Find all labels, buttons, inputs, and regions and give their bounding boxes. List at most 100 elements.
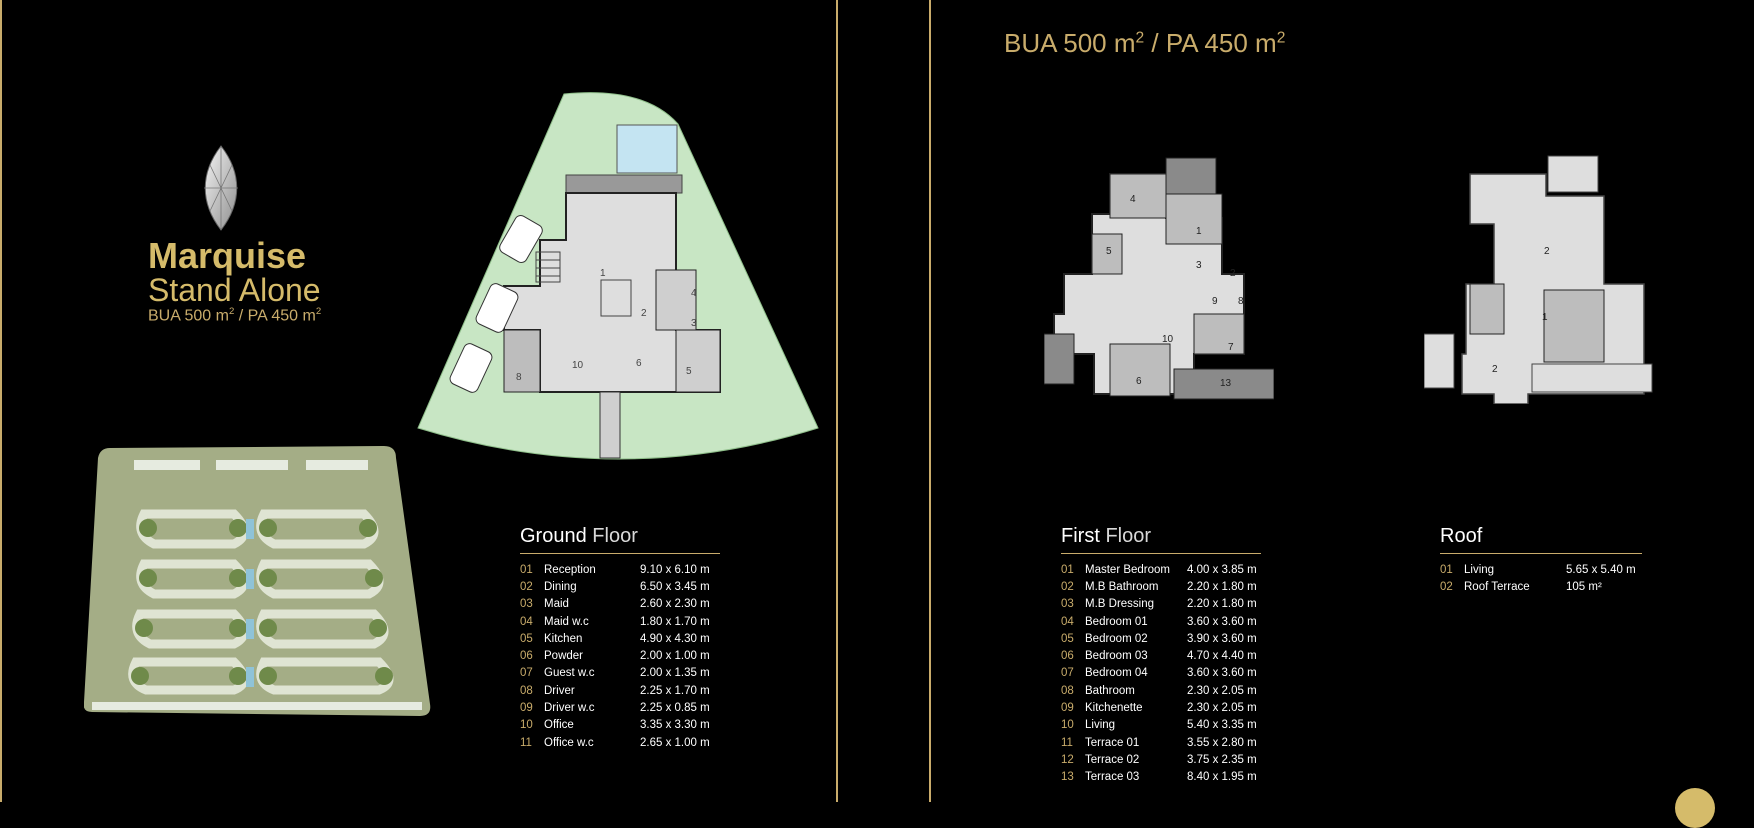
room-dim: 3.90 x 3.60 m	[1187, 632, 1257, 645]
room-num: 08	[520, 684, 533, 697]
room-num: 10	[1061, 719, 1074, 732]
room-dim: 2.60 x 2.30 m	[640, 598, 710, 611]
room-num: 11	[1061, 736, 1073, 749]
room-name: Driver w.c	[544, 702, 595, 715]
room-num: 11	[520, 736, 532, 749]
room-dim: 2.30 x 2.05 m	[1187, 684, 1257, 697]
room-dim: 3.60 x 3.60 m	[1187, 667, 1257, 680]
room-name: Roof Terrace	[1464, 580, 1530, 593]
diamond-logo-icon	[204, 145, 238, 231]
roof-plan-label: 1	[1542, 312, 1548, 323]
room-name: Kitchen	[544, 632, 583, 645]
roof-title: Roof	[1440, 525, 1483, 547]
room-dim: 2.00 x 1.35 m	[640, 667, 710, 680]
room-name: Bedroom 01	[1085, 615, 1148, 628]
first-floor-title: First Floor	[1061, 525, 1152, 547]
table-row: 07 Guest w.c 2.00 x 1.35 m	[520, 665, 710, 682]
room-name: Dining	[544, 580, 577, 593]
brand-subtitle: Stand Alone	[148, 272, 321, 308]
room-name: Guest w.c	[544, 667, 595, 680]
room-num: 05	[520, 632, 533, 645]
table-row: 01 Reception 9.10 x 6.10 m	[520, 561, 710, 578]
first-floor-rule	[1061, 553, 1261, 554]
room-num: 03	[520, 598, 533, 611]
ground-plan-label: 5	[686, 366, 692, 377]
room-dim: 9.10 x 6.10 m	[640, 563, 710, 576]
room-name: Driver	[544, 684, 575, 697]
room-num: 10	[520, 719, 533, 732]
room-num: 07	[1061, 667, 1074, 680]
ground-plan-label: 1	[600, 268, 606, 279]
left-page	[0, 0, 838, 802]
first-plan-label: 7	[1228, 342, 1234, 353]
room-name: Bedroom 04	[1085, 667, 1148, 680]
room-name: Maid	[544, 598, 569, 611]
ground-plan-label: 8	[516, 372, 522, 383]
room-dim: 3.55 x 2.80 m	[1187, 736, 1257, 749]
room-num: 02	[520, 580, 533, 593]
room-num: 08	[1061, 684, 1074, 697]
roof-rule	[1440, 553, 1642, 554]
room-num: 03	[1061, 598, 1074, 611]
room-name: M.B Bathroom	[1085, 580, 1159, 593]
room-dim: 2.20 x 1.80 m	[1187, 598, 1257, 611]
room-dim: 5.40 x 3.35 m	[1187, 719, 1257, 732]
room-dim: 4.00 x 3.85 m	[1187, 563, 1257, 576]
ground-floor-title: Ground Floor	[520, 525, 638, 547]
room-dim: 3.60 x 3.60 m	[1187, 615, 1257, 628]
room-name: Bedroom 02	[1085, 632, 1148, 645]
room-num: 09	[520, 702, 533, 715]
room-num: 01	[520, 563, 533, 576]
ground-floor-plan: 1 2 3 4 5 6 10 8	[417, 92, 819, 460]
room-num: 06	[1061, 650, 1074, 663]
first-plan-label: 13	[1220, 378, 1232, 389]
room-name: Reception	[544, 563, 596, 576]
first-floor-plan: 4 1 5 3 2 9 8 10 7 6 13	[1044, 157, 1274, 400]
room-num: 06	[520, 650, 533, 663]
room-num: 07	[520, 667, 533, 680]
masterplan-map	[84, 446, 431, 716]
room-dim: 105 m²	[1566, 580, 1602, 593]
room-name: Kitchenette	[1085, 702, 1143, 715]
ground-plan-label: 3	[691, 318, 697, 329]
room-name: Office	[544, 719, 574, 732]
room-dim: 2.20 x 1.80 m	[1187, 580, 1257, 593]
first-plan-label: 10	[1162, 334, 1174, 345]
room-name: Bathroom	[1085, 684, 1135, 697]
page-marker	[1675, 788, 1715, 828]
room-dim: 2.00 x 1.00 m	[640, 650, 710, 663]
room-num: 02	[1061, 580, 1074, 593]
room-num: 13	[1061, 771, 1074, 784]
first-plan-label: 1	[1196, 226, 1202, 237]
first-plan-label: 6	[1136, 376, 1142, 387]
first-plan-label: 4	[1130, 194, 1136, 205]
room-name: Terrace 03	[1085, 771, 1140, 784]
first-plan-label: 3	[1196, 260, 1202, 271]
room-name: Maid w.c	[544, 615, 589, 628]
room-name: Living	[1464, 563, 1495, 576]
ground-plan-label: 10	[572, 360, 584, 371]
room-num: 12	[1061, 753, 1074, 766]
roof-plan: 2 1 2	[1424, 155, 1653, 404]
room-dim: 5.65 x 5.40 m	[1566, 563, 1636, 576]
roof-plan-label: 2	[1492, 364, 1498, 375]
brand-title: Marquise	[148, 235, 307, 276]
room-dim: 2.30 x 2.05 m	[1187, 702, 1257, 715]
first-plan-label: 8	[1238, 296, 1244, 307]
room-num: 01	[1061, 563, 1074, 576]
first-plan-label: 5	[1106, 246, 1112, 257]
